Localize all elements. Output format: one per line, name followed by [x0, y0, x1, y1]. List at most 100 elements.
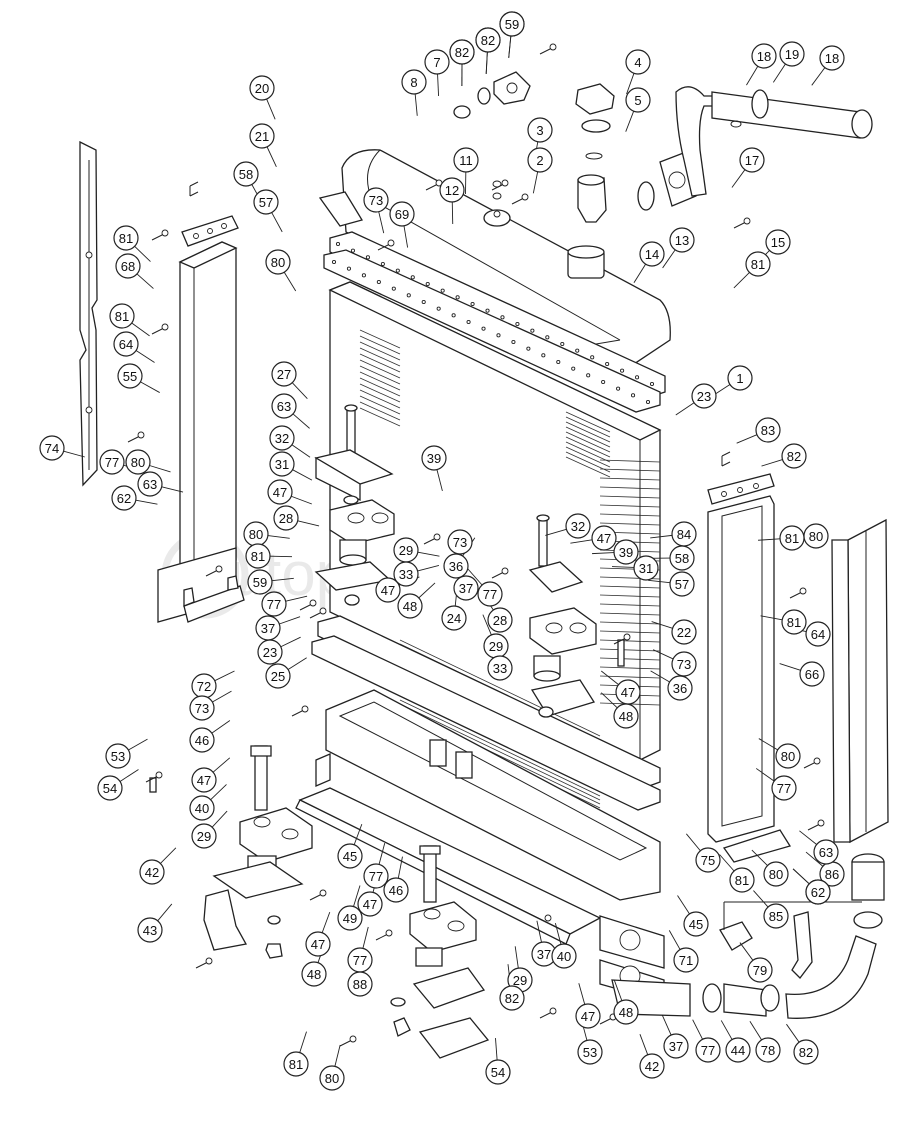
callout-number: 86 [825, 867, 839, 882]
mount-assembly-upper-right [528, 514, 625, 718]
leader-line [437, 73, 440, 96]
callout-37: 37 [531, 941, 557, 967]
callout-circle [763, 903, 789, 929]
core-tube [599, 675, 661, 679]
callout-number: 74 [45, 441, 59, 456]
callout-48: 48 [613, 999, 639, 1025]
callout-circle [485, 1059, 511, 1085]
leader-line [414, 93, 418, 116]
callout-32: 32 [565, 513, 591, 539]
core-tube [599, 459, 661, 463]
leader-line [291, 495, 312, 505]
callout-circle [751, 43, 777, 69]
fin-hatch [359, 329, 401, 349]
bolt-head [813, 757, 821, 765]
gasket-hole [346, 266, 352, 271]
callout-73: 73 [363, 187, 389, 213]
leader-line [378, 211, 385, 234]
callout-33: 33 [393, 561, 419, 587]
leader-line [600, 692, 618, 709]
callout-circle [613, 999, 639, 1025]
callout-45: 45 [337, 843, 363, 869]
bolt-head [215, 565, 223, 573]
callout-13: 13 [669, 227, 695, 253]
gasket-hole [571, 366, 576, 371]
callout-number: 77 [353, 953, 367, 968]
callout-circle [383, 877, 409, 903]
callout-number: 57 [675, 577, 689, 592]
leader-line [299, 1031, 307, 1053]
callout-48: 48 [613, 703, 639, 729]
callout-number: 47 [581, 1009, 595, 1024]
bolt-shank [789, 591, 803, 599]
leader-line [677, 895, 690, 915]
callout-circle [551, 943, 577, 969]
callout-24: 24 [441, 605, 467, 631]
callout-number: 22 [677, 625, 691, 640]
callout-number: 36 [673, 681, 687, 696]
bolt-head [549, 1007, 557, 1015]
sight-gauge-6 [453, 71, 531, 119]
callout-circle [421, 445, 447, 471]
flange-hole [410, 275, 415, 280]
bolt-shank [511, 197, 525, 205]
callout-46: 46 [383, 877, 409, 903]
bolt-head [433, 533, 441, 541]
callout-number: 80 [325, 1071, 339, 1086]
bolt-head [799, 587, 807, 595]
callout-circle [729, 867, 755, 893]
flange-hole [530, 328, 535, 333]
callout-88: 88 [347, 971, 373, 997]
gasket-hole [331, 259, 337, 265]
core-tube [599, 594, 661, 598]
leader-line [758, 738, 778, 751]
callout-number: 15 [771, 235, 785, 250]
callout-circle [271, 361, 297, 387]
flange-hole [605, 361, 610, 367]
leader-line [749, 1020, 762, 1041]
callout-number: 80 [769, 867, 783, 882]
callout-number: 46 [195, 733, 209, 748]
callout-number: 54 [103, 781, 117, 796]
callout-78: 78 [755, 1037, 781, 1063]
gasket-hole [645, 399, 651, 405]
callout-54: 54 [97, 775, 123, 801]
callout-circle [389, 201, 415, 227]
leader-line [592, 552, 615, 555]
callout-number: 29 [489, 639, 503, 654]
callout-number: 83 [761, 423, 775, 438]
fin-hatch [359, 359, 401, 379]
callout-69: 69 [389, 201, 415, 227]
callout-49: 49 [337, 905, 363, 931]
callout-number: 37 [261, 621, 275, 636]
callout-circle [669, 545, 695, 571]
callout-77: 77 [347, 947, 373, 973]
callout-number: 77 [483, 587, 497, 602]
callout-circle [393, 561, 419, 587]
callout-circle [191, 823, 217, 849]
callout-number: 48 [619, 1005, 633, 1020]
leader-line [267, 535, 290, 539]
callout-81: 81 [283, 1051, 309, 1077]
callout-number: 48 [403, 599, 417, 614]
gasket-hole [466, 319, 471, 325]
bolt-head [161, 229, 169, 237]
leader-line [135, 499, 158, 505]
leader-line [292, 469, 313, 481]
leader-line [266, 98, 276, 120]
leader-line [495, 1038, 498, 1061]
callout-circle [695, 1037, 721, 1063]
callout-number: 80 [271, 255, 285, 270]
gasket-hole [630, 393, 636, 398]
leader-line [746, 66, 759, 86]
callout-77: 77 [477, 581, 503, 607]
callout-75: 75 [695, 847, 721, 873]
gasket-hole [361, 273, 366, 278]
bolt-shank [375, 933, 389, 941]
callout-circle [191, 767, 217, 793]
flange-hole [350, 248, 356, 253]
callout-62: 62 [111, 485, 137, 511]
flange-hole [590, 355, 595, 360]
callout-circle [189, 695, 215, 721]
callout-number: 23 [697, 389, 711, 404]
